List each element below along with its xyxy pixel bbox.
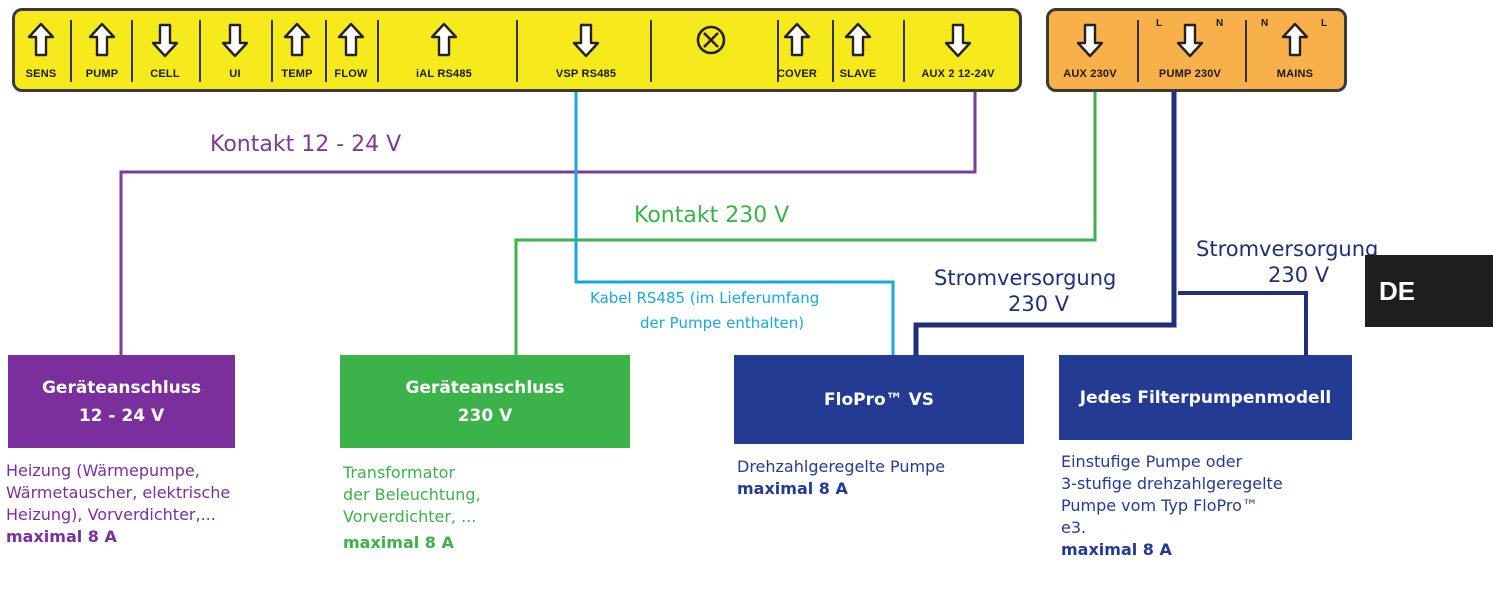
terminal-label: AUX 230V: [1063, 68, 1117, 80]
device-box-230v: Geräteanschluss 230 V: [340, 355, 630, 448]
arrow-up-icon: [429, 22, 459, 58]
terminal-separator: [650, 20, 652, 82]
desc-line: Heizung (Wärmepumpe,: [6, 461, 200, 480]
device-box-filterpump: Jedes Filterpumpenmodell: [1059, 355, 1352, 440]
arrow-up-icon: [336, 22, 366, 58]
arrow-down-icon: [220, 22, 250, 58]
terminal-label: UI: [229, 68, 241, 80]
terminal-label: iAL RS485: [415, 68, 473, 80]
wire-aux-230v: [514, 92, 1097, 355]
wire-label-aux230: Kontakt 230 V: [634, 203, 790, 228]
arrow-up-icon: [1280, 22, 1310, 58]
terminal-separator: [777, 20, 779, 82]
device-desc-filterpump: Einstufige Pumpe oder 3-stufige drehzahl…: [1061, 451, 1283, 561]
desc-line: Einstufige Pumpe oder: [1061, 452, 1243, 471]
terminal-separator: [271, 20, 273, 82]
desc-line: Heizung), Vorverdichter,...: [6, 505, 216, 524]
wire-label-power1-line1: Stromversorgung: [934, 266, 1117, 290]
device-desc-12-24v: Heizung (Wärmepumpe, Wärmetauscher, elek…: [6, 460, 230, 548]
device-box-12-24v: Geräteanschluss 12 - 24 V: [8, 355, 235, 448]
arrow-down-icon: [943, 22, 973, 58]
arrow-up-icon: [26, 22, 56, 58]
polarity-label: L: [1156, 18, 1163, 29]
device-desc-230v: Transformator der Beleuchtung, Vorverdic…: [343, 462, 481, 554]
max-current: maximal 8 A: [6, 527, 117, 546]
terminal-label: SLAVE: [839, 68, 877, 80]
device-box-flopro-vs-title: FloPro™ VS: [824, 389, 934, 410]
wire-power-flopro: [913, 92, 1177, 355]
arrow-down-icon: [571, 22, 601, 58]
arrow-up-icon: [782, 22, 812, 58]
wire-rs485: [574, 92, 895, 355]
arrow-down-icon: [1075, 22, 1105, 58]
desc-line: Pumpe vom Typ FloPro™: [1061, 496, 1258, 515]
terminal-label: CELL: [150, 68, 180, 80]
arrow-down-icon: [150, 22, 180, 58]
device-desc-flopro-vs: Drehzahlgeregelte Pumpe maximal 8 A: [737, 456, 945, 500]
polarity-label: L: [1321, 18, 1328, 29]
desc-line: Drehzahlgeregelte Pumpe: [737, 457, 946, 476]
terminal-separator: [1137, 20, 1139, 82]
terminal-separator: [1245, 20, 1247, 82]
arrow-down-icon: [1175, 22, 1205, 58]
terminal-label: PUMP 230V: [1158, 68, 1222, 80]
desc-line: Vorverdichter, ...: [343, 507, 477, 526]
desc-line: 3-stufige drehzahlgeregelte: [1061, 474, 1283, 493]
terminal-list-230v: AUX 230V PUMP 230V L N MAINS N L: [0, 0, 1493, 100]
wire-label-aux2: Kontakt 12 - 24 V: [210, 132, 402, 157]
language-tab: DE: [1365, 255, 1493, 327]
max-current: maximal 8 A: [737, 479, 848, 498]
device-box-12-24v-title: Geräteanschluss: [41, 377, 202, 398]
desc-line: der Beleuchtung,: [343, 485, 481, 504]
wire-label-power2-line1: Stromversorgung: [1196, 237, 1379, 261]
terminal-label: VSP RS485: [555, 68, 617, 80]
terminal-label: AUX 2 12-24V: [921, 68, 995, 80]
terminal-label: PUMP: [85, 68, 119, 80]
max-current: maximal 8 A: [343, 533, 454, 552]
terminal-label: COVER: [776, 68, 818, 80]
arrow-up-icon: [843, 22, 873, 58]
desc-line: Wärmetauscher, elektrische: [6, 483, 231, 502]
terminal-separator: [325, 20, 327, 82]
wire-label-rs485-line2: der Pumpe enthalten): [640, 314, 805, 332]
wire-label-power2-line2: 230 V: [1268, 263, 1330, 287]
wire-power-filterpump: [1178, 291, 1308, 355]
terminal-separator: [516, 20, 518, 82]
arrow-up-icon: [87, 22, 117, 58]
device-box-flopro-vs: FloPro™ VS: [734, 355, 1024, 444]
polarity-label: N: [1216, 18, 1224, 29]
device-box-12-24v-voltage: 12 - 24 V: [78, 405, 165, 426]
desc-line: Transformator: [343, 463, 456, 482]
terminal-separator: [903, 20, 905, 82]
terminal-separator: [131, 20, 133, 82]
arrow-up-icon: [282, 22, 312, 58]
device-box-230v-voltage: 230 V: [457, 405, 513, 426]
terminal-separator: [832, 20, 834, 82]
device-box-filterpump-title: Jedes Filterpumpenmodell: [1079, 387, 1332, 408]
terminal-label: SENS: [25, 68, 57, 80]
polarity-label: N: [1261, 18, 1269, 29]
terminal-label: MAINS: [1276, 68, 1314, 80]
terminal-list-low-voltage: SENS PUMP CELL UI TEMP FLOW iAL RS485 VSP RS485…: [0, 0, 1493, 100]
wire-label-power1-line2: 230 V: [1008, 292, 1070, 316]
wire-label-rs485-line1: Kabel RS485 (im Lieferumfang: [590, 289, 820, 307]
terminal-label: FLOW: [334, 68, 368, 80]
device-box-230v-title: Geräteanschluss: [405, 377, 565, 398]
terminal-separator: [377, 20, 379, 82]
terminal-separator: [70, 20, 72, 82]
terminal-label: TEMP: [281, 68, 313, 80]
terminal-separator: [199, 20, 201, 82]
ground-cross-icon: [696, 22, 726, 58]
max-current: maximal 8 A: [1061, 540, 1172, 559]
desc-line: e3.: [1061, 518, 1087, 537]
wire-aux2-12-24v: [119, 92, 977, 355]
